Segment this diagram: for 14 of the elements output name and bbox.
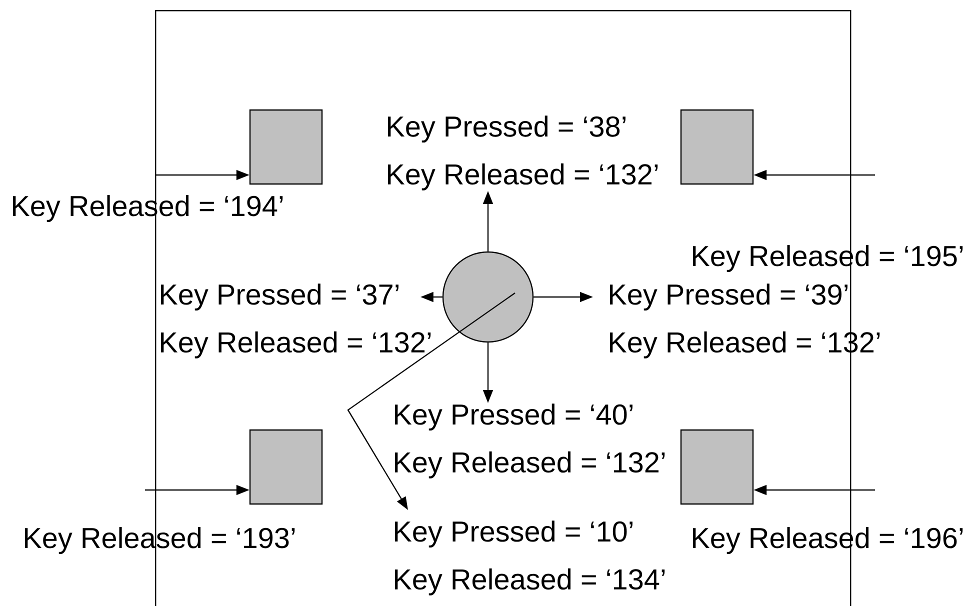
key-label: Key Released = ‘132’ <box>160 331 431 358</box>
key-label: Key Released = ‘132’ <box>394 451 665 478</box>
key-label: Key Pressed = ‘40’ <box>394 404 632 431</box>
key-label: Key Pressed = ‘10’ <box>394 520 632 548</box>
square <box>680 429 754 505</box>
key-label: Key Released = ‘132’ <box>388 163 658 190</box>
key-label: Key Pressed = ‘39’ <box>610 284 848 311</box>
square <box>249 429 323 505</box>
square <box>249 109 323 185</box>
key-label: Key Pressed = ‘37’ <box>160 284 398 311</box>
square <box>680 109 754 185</box>
circle <box>442 251 534 343</box>
key-label: Key Released = ‘134’ <box>394 568 665 596</box>
key-label: Key Pressed = ‘38’ <box>388 116 626 143</box>
